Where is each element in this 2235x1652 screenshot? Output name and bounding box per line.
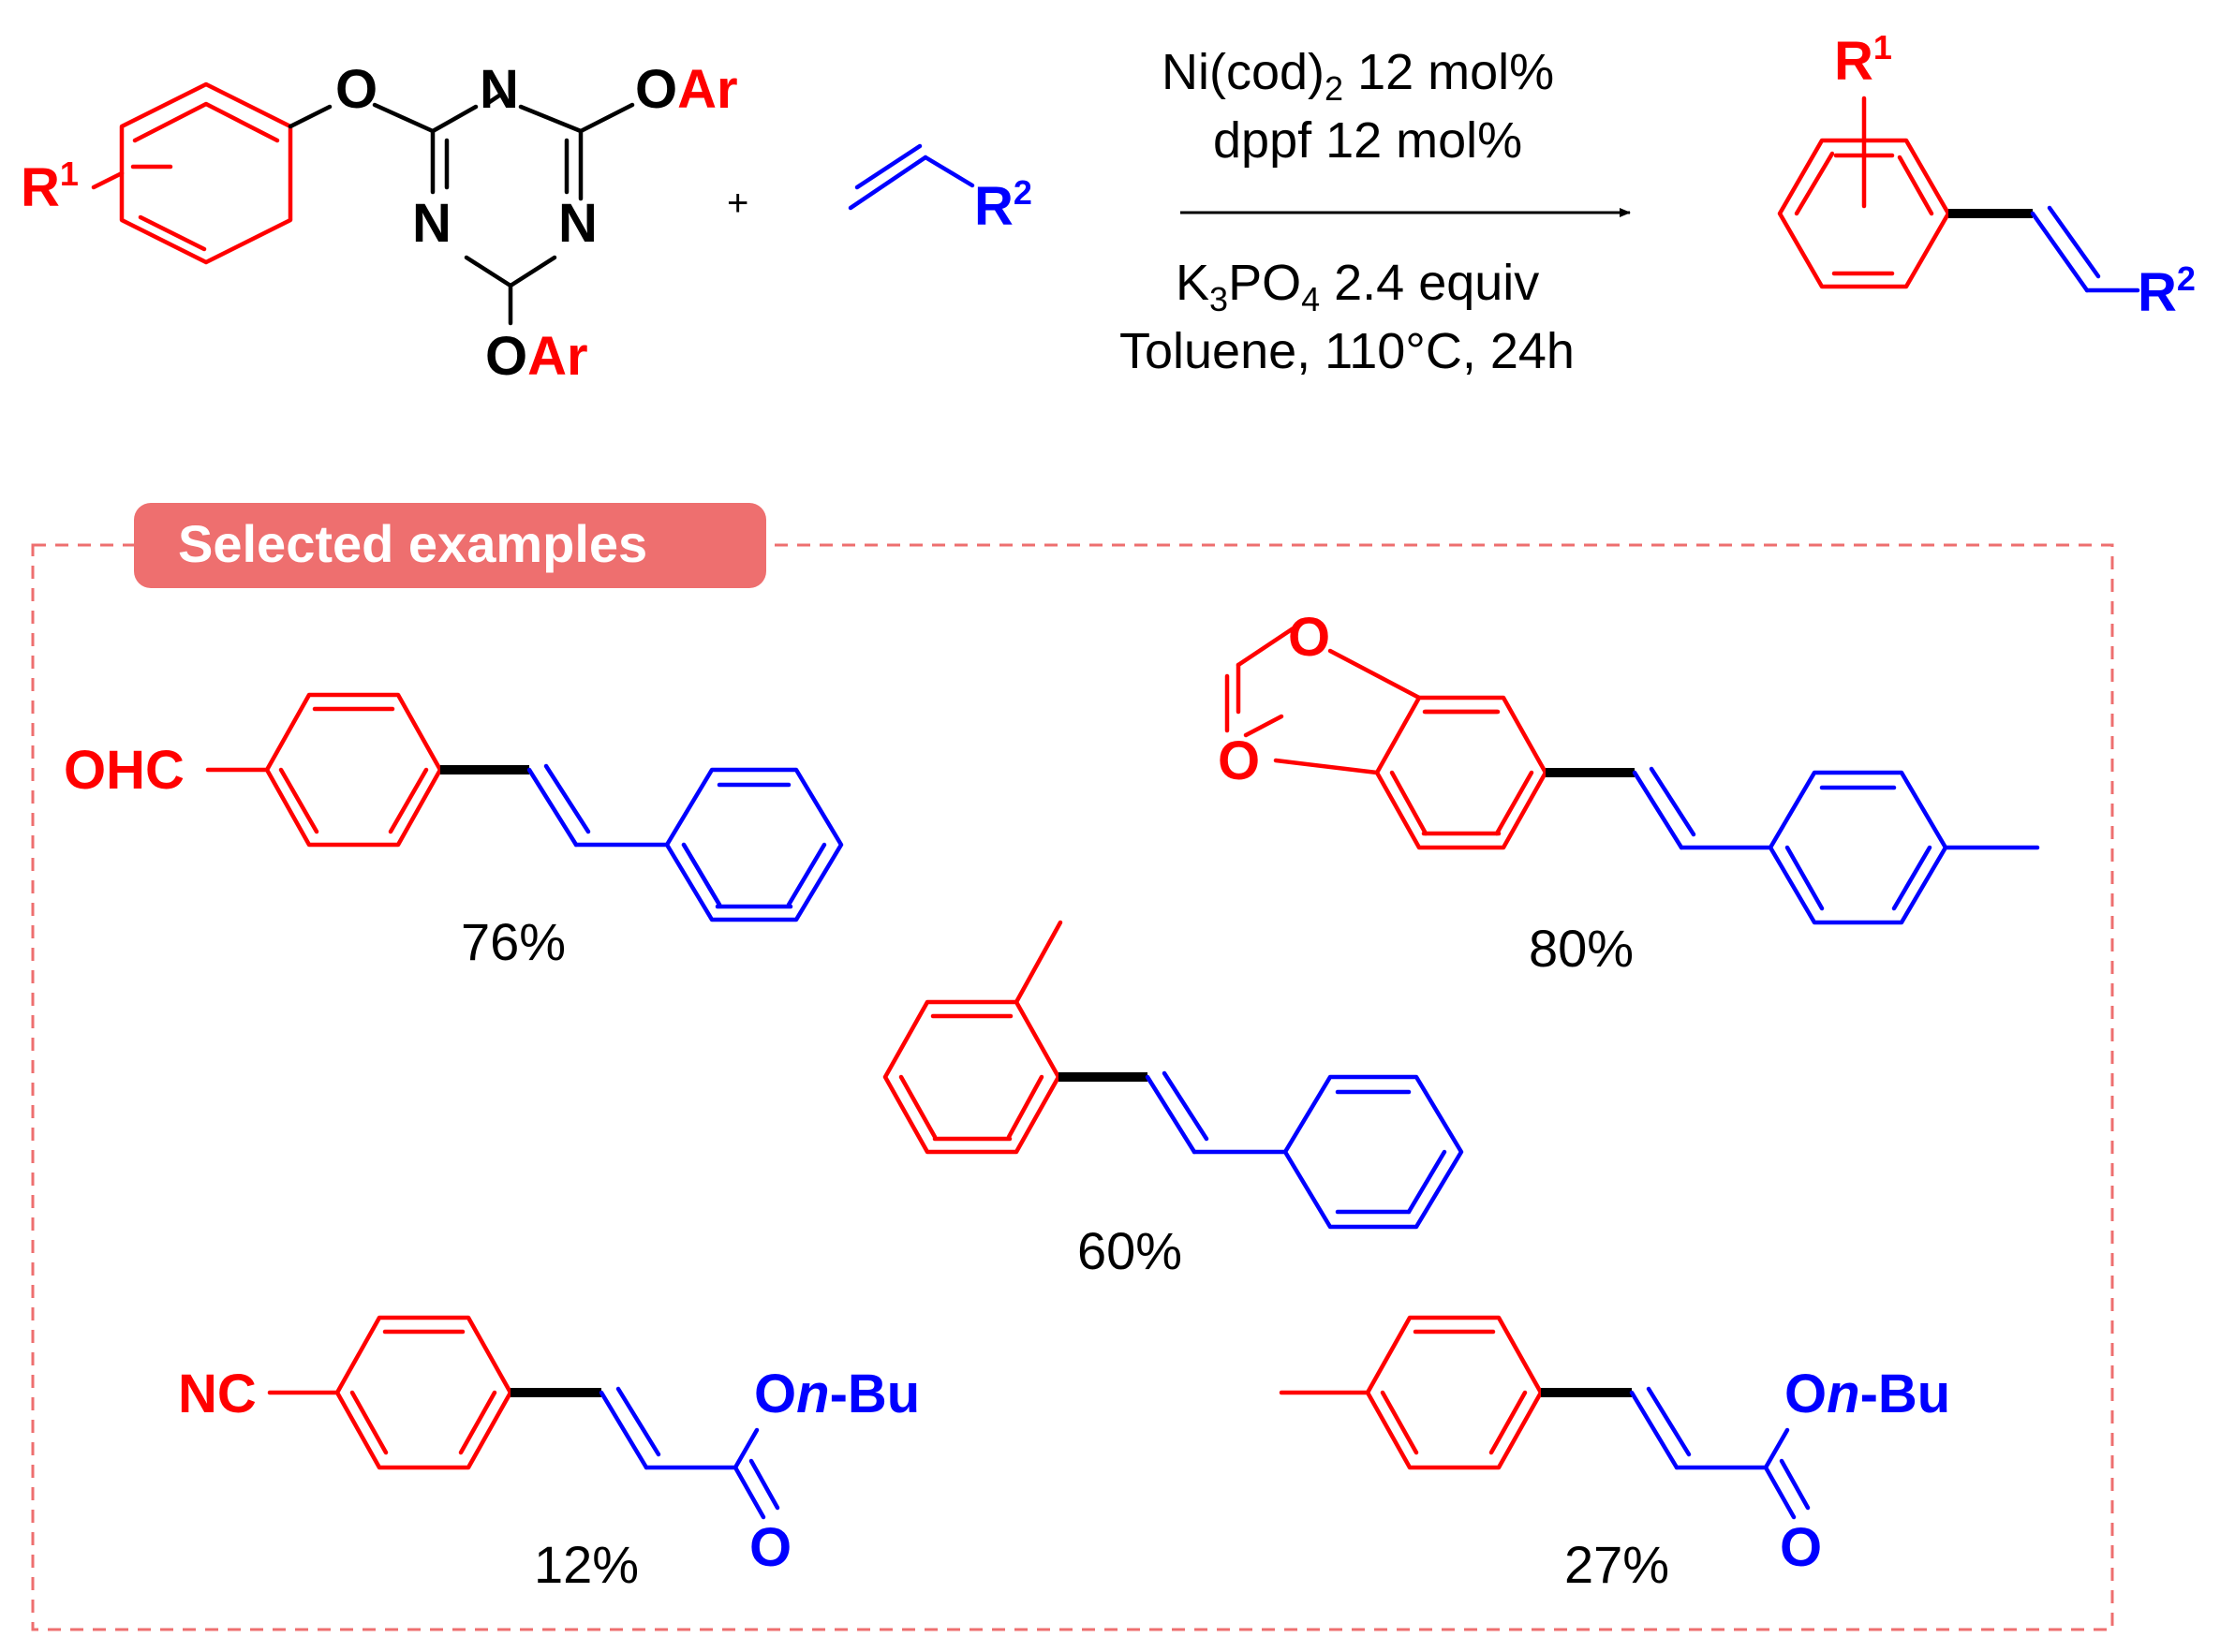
triazine-n-right: N [558,193,598,254]
condition-solvent-temp-time: Toluene, 110°C, 24h [1119,323,1575,379]
example4-substituent: NC [178,1364,257,1424]
example1-yield: 76% [461,912,566,971]
example5-ester-oxygen: On-Bu [1784,1364,1950,1424]
example-3: 60% [882,920,1464,1280]
example5-carbonyl-oxygen: O [1780,1517,1822,1578]
example5-yield: 27% [1564,1535,1669,1594]
triazine-n-top: N [480,59,519,120]
condition-ligand: dppf 12 mol% [1213,112,1522,169]
example-4: NC On-Bu O 12% [178,1315,920,1594]
example2-oxygen-bottom: O [1218,730,1260,791]
example4-ester-oxygen: On-Bu [754,1364,920,1424]
condition-catalyst: Ni(cod)2 12 mol% [1162,44,1554,108]
product-phenyl-ring [1777,138,1951,289]
example2-yield: 80% [1529,919,1634,978]
examples-badge-label: Selected examples [178,514,647,573]
example3-yield: 60% [1077,1221,1182,1280]
example4-yield: 12% [534,1535,639,1594]
example-2: O O 80% [1218,607,2040,978]
examples-badge: Selected examples [134,503,766,588]
condition-base: K3PO4 2.4 equiv [1176,255,1539,318]
example-1: OHC 76% [64,692,844,971]
product-r1-label: R1 [1834,28,1892,92]
reactant1-r1-label: R1 [21,155,79,218]
examples-frame [31,543,2114,1631]
plus-sign: + [727,183,748,224]
reaction-conditions: Ni(cod)2 12 mol% dppf 12 mol% K3PO4 2.4 … [1119,44,1631,379]
reactant1-oar-bottom: OAr [485,326,588,387]
product-r2-label: R2 [2138,259,2196,323]
reactant2-r2-label: R2 [974,173,1032,237]
product-styrene: R1 R2 [1777,28,2196,323]
reactant-alkene: R2 [848,143,1032,237]
reactant-aryl-triazinyl-ether: R1 O N N N OAr OAr [21,59,738,387]
example2-oxygen-top: O [1288,607,1330,668]
example4-carbonyl-oxygen: O [749,1517,792,1578]
reactant1-oar-top: OAr [635,59,738,120]
reactant1-ether-oxygen: O [335,59,377,120]
triazine-n-left: N [412,193,451,254]
example-5: On-Bu O 27% [1279,1315,1950,1594]
example1-substituent: OHC [64,740,185,801]
reactant1-phenyl-ring [119,81,293,265]
